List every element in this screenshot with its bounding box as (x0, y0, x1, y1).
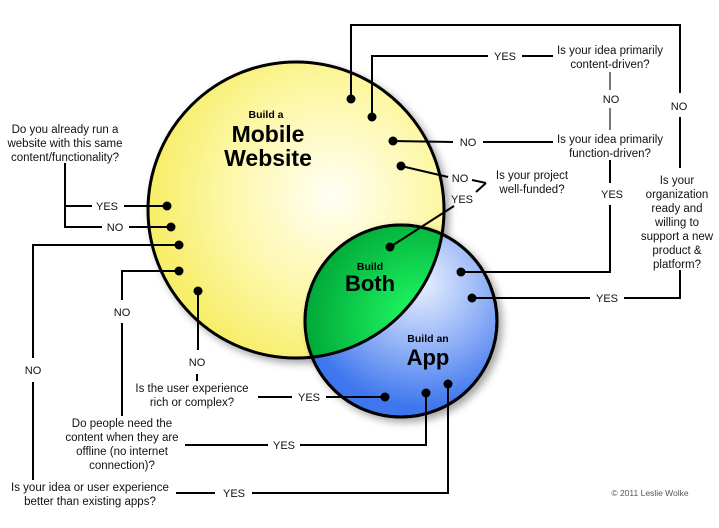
no-label: NO (107, 222, 124, 234)
answer-labels: YES NO NO NO YES NO YES YES YES NO NO NO… (25, 51, 688, 500)
question-function-driven: Is your idea primarily function-driven? (557, 134, 663, 160)
website-label-big: Website (224, 145, 312, 171)
app-label-big: App (407, 345, 450, 370)
svg-text:Is the user experience: Is the user experience (135, 383, 248, 395)
copyright: © 2011 Leslie Wolke (611, 488, 689, 498)
yes-label: YES (273, 440, 295, 452)
svg-text:Is your project: Is your project (496, 170, 569, 182)
svg-text:Do people need the: Do people need the (72, 418, 172, 430)
svg-text:function-driven?: function-driven? (569, 148, 651, 160)
svg-text:better than existing apps?: better than existing apps? (24, 496, 156, 508)
svg-text:ready and: ready and (651, 203, 702, 215)
connector-dots (162, 94, 477, 402)
svg-text:Is your idea primarily: Is your idea primarily (557, 45, 663, 57)
svg-text:Is your: Is your (660, 175, 695, 187)
svg-text:platform?: platform? (653, 259, 701, 271)
app-label-small: Build an (407, 333, 448, 345)
svg-text:content when they are: content when they are (65, 432, 178, 444)
svg-text:website with this same: website with this same (6, 138, 122, 150)
mobile-label-small: Build a (248, 109, 283, 121)
question-run-website: Do you already run a website with this s… (6, 124, 122, 164)
no-label: NO (671, 101, 688, 113)
no-label: NO (603, 94, 620, 106)
svg-text:content/functionality?: content/functionality? (11, 152, 119, 164)
no-label: NO (189, 357, 206, 369)
svg-text:support a new: support a new (641, 231, 714, 243)
yes-label: YES (96, 201, 118, 213)
svg-text:content-driven?: content-driven? (570, 59, 649, 71)
svg-text:organization: organization (646, 189, 709, 201)
question-well-funded: Is your project well-funded? (496, 170, 569, 196)
yes-label: YES (596, 293, 618, 305)
svg-text:product &: product & (652, 245, 702, 257)
yes-label: YES (298, 392, 320, 404)
question-content-driven: Is your idea primarily content-driven? (557, 45, 663, 71)
svg-text:Is your idea or user experienc: Is your idea or user experience (11, 482, 169, 494)
svg-text:offline (no internet: offline (no internet (76, 446, 169, 458)
svg-text:Is your idea primarily: Is your idea primarily (557, 134, 663, 146)
no-label: NO (460, 137, 477, 149)
svg-text:rich or complex?: rich or complex? (150, 397, 234, 409)
yes-label: YES (223, 488, 245, 500)
question-better-ux: Is your idea or user experience better t… (11, 482, 169, 508)
connector-lines (32, 24, 681, 494)
mobile-label-big: Mobile (232, 121, 305, 147)
both-label-small: Build (357, 261, 383, 273)
yes-label: YES (494, 51, 516, 63)
svg-text:Do you already run a: Do you already run a (12, 124, 119, 136)
no-label: NO (452, 173, 469, 185)
no-label: NO (25, 365, 42, 377)
svg-text:willing to: willing to (654, 217, 699, 229)
question-rich-ux: Is the user experience rich or complex? (135, 383, 248, 409)
no-label: NO (114, 307, 131, 319)
svg-text:well-funded?: well-funded? (498, 184, 564, 196)
question-offline: Do people need the content when they are… (65, 418, 178, 472)
yes-label: YES (601, 189, 623, 201)
yes-label: YES (451, 194, 473, 206)
question-org-ready: Is your organization ready and willing t… (641, 175, 714, 271)
both-label-big: Both (345, 271, 395, 296)
svg-text:connection)?: connection)? (89, 460, 155, 472)
